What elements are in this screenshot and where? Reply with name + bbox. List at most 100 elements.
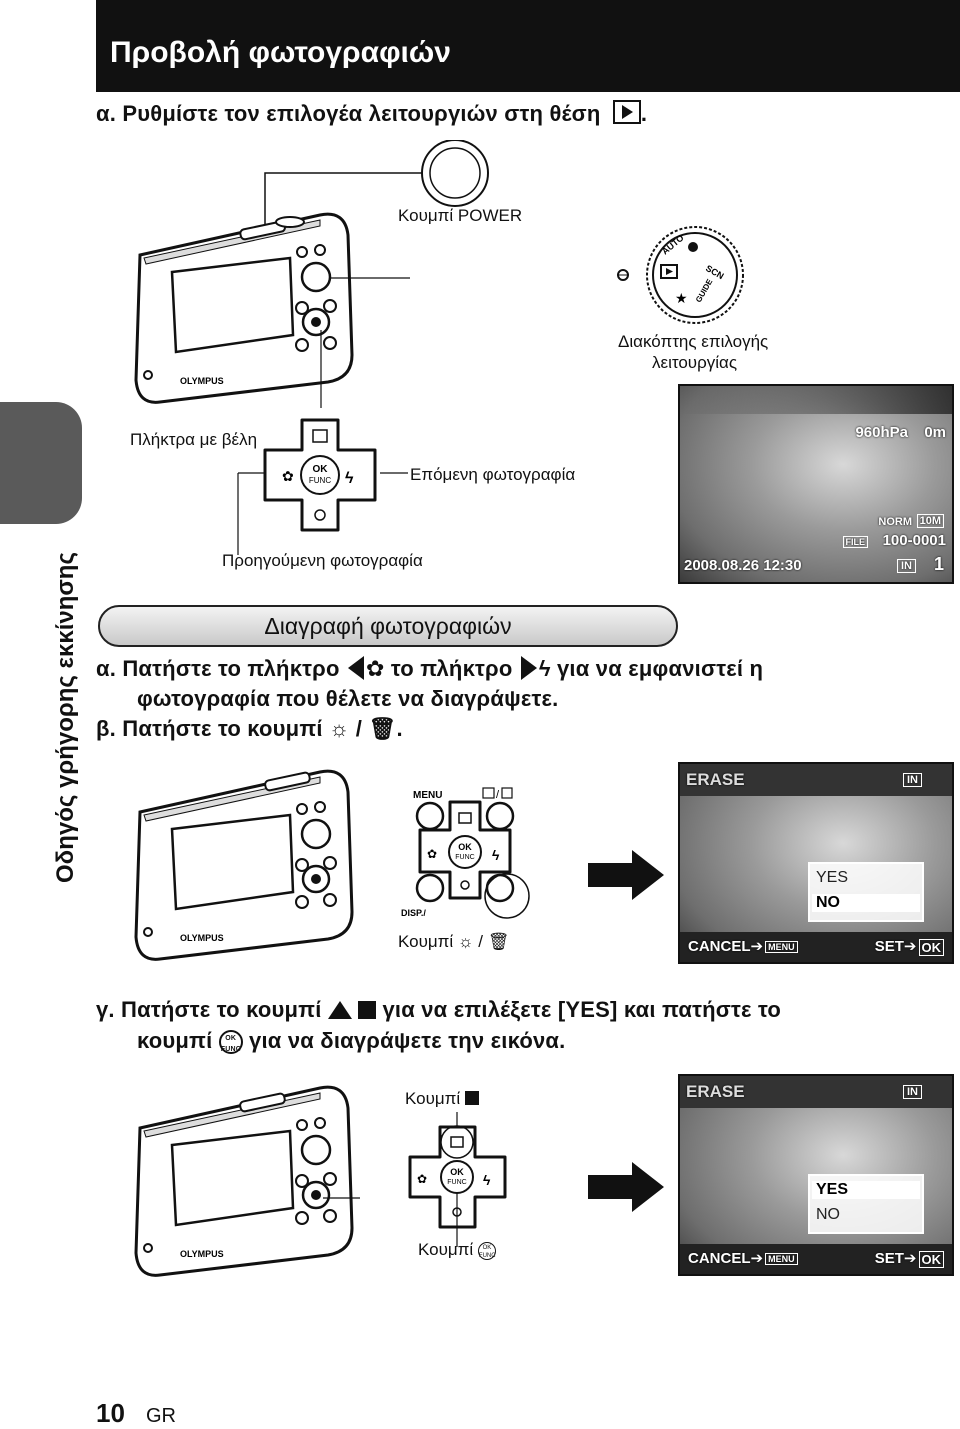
page-title-bar: Προβολή φωτογραφιών [96,0,960,92]
previous-photo-label: Προηγούμενη φωτογραφία [222,551,423,570]
exposure-comp-icon [358,1001,377,1019]
erase-menu-2: YES NO [808,1174,924,1234]
flash-icon: ϟ [345,470,354,487]
menu-button[interactable] [415,801,445,831]
exposure-icon [312,429,328,443]
pressure-readout: 960hPa [855,424,908,441]
page-title: Προβολή φωτογραφιών [110,36,451,69]
erase-button-label: Κουμπί ☼ / 🗑 [398,932,510,951]
print-icon [501,787,513,799]
photo-preview [680,386,952,582]
camera-illustration-bottom: OLYMPUS [134,1085,360,1277]
svg-text:OLYMPUS: OLYMPUS [180,1249,224,1259]
button-cluster-middle: MENU / OK FUNC ✿ ϟ DISP./ [401,787,530,919]
altitude-readout: 0m [924,424,946,441]
svg-text:FUNC: FUNC [309,476,331,485]
erase-option-no[interactable]: NO [812,894,920,912]
erase-menu: YES NO [808,862,924,922]
delete-step-b: β. Πατήστε το κουμπί ☼ / 🗑. [96,716,403,741]
erase-button-highlight [484,873,530,919]
up-exposure-icon [464,1091,479,1105]
erase-button-icon-label: ☼ [457,932,474,951]
svg-text:FUNC: FUNC [455,854,474,861]
macro-icon: ✿ [282,468,294,484]
left-arrow-macro-icon [347,656,364,680]
set-hint: SET➔OK [875,937,944,956]
up-button-label: Κουμπί [405,1089,479,1109]
camera-brand: OLYMPUS [180,376,224,386]
power-button-label: Κουμπί POWER [398,206,523,225]
erase-screen-1: ERASE IN YES NO CANCEL➔MENU SET➔OK [678,762,954,964]
svg-text:✿: ✿ [417,1172,427,1186]
erase-memory-indicator: IN [903,773,922,787]
page-language: GR [146,1405,176,1427]
right-arrow-flash-icon [520,656,537,680]
erase-button[interactable] [485,873,515,903]
playback-icon [612,100,641,124]
trash-icon: 🗑 [368,716,397,741]
up-button-highlight [440,1125,474,1159]
svg-text:ϟ: ϟ [483,1172,491,1188]
playback-button[interactable] [485,801,515,831]
image-size-indicator: 10M [916,514,944,528]
arrow-pad-bottom: OK FUNC ✿ ϟ [408,1112,507,1247]
disp-button[interactable] [415,873,445,903]
file-number: 100-0001 [882,532,946,549]
cancel-hint-2: CANCEL➔MENU [688,1249,798,1267]
file-tag: FILE [842,536,868,548]
erase-2-option-no[interactable]: NO [816,1206,840,1223]
side-tab [0,402,82,524]
svg-text:OK: OK [458,842,472,852]
self-timer-icon [314,509,326,521]
delete-section-title: Διαγραφή φωτογραφιών [98,605,678,647]
page-number: 10 [96,1398,125,1428]
quality-indicator: NORM [878,516,912,528]
playback-button-icon [482,787,495,799]
trash-icon-label: 🗑 [487,932,510,951]
transition-arrow-2 [588,1162,664,1212]
erase-option-yes[interactable]: YES [816,869,849,886]
svg-text:OK: OK [450,1167,464,1177]
delete-step-a: α. Πατήστε το πλήκτρο ✿ το πλήκτρο ϟ για… [96,656,764,681]
arrow-pad-top: OK FUNC ✿ ϟ [237,418,408,555]
delete-step-c: γ. Πατήστε το κουμπί για να επιλέξετε [Y… [96,997,782,1022]
svg-text:OLYMPUS: OLYMPUS [180,933,224,943]
erase-screen-2-title: ERASE [686,1082,745,1101]
memory-indicator: IN [897,559,916,573]
view-step-a: α. Ρυθμίστε τον επιλογέα λειτουργιών στη… [96,100,648,126]
side-tab-label: Οδηγός γρήγορης εκκίνησης [52,552,79,883]
erase-2-memory-indicator: IN [903,1085,922,1099]
svg-text:OK: OK [313,464,329,475]
erase-screen-2: ERASE IN YES NO CANCEL➔MENU SET➔OK [678,1074,954,1276]
frame-number: 1 [933,554,944,574]
erase-screen-title: ERASE [686,770,745,789]
delete-step-a-line2: φωτογραφία που θέλετε να διαγράψετε. [137,686,559,711]
transition-arrow-1 [588,850,664,900]
cancel-hint: CANCEL➔MENU [688,937,798,955]
arrow-keys-label: Πλήκτρα με βέλη [130,430,258,449]
svg-text:ϟ: ϟ [492,847,500,863]
power-button-zoom [421,140,489,207]
mode-dial-illustration: AUTO SCN GUIDE ★ [617,226,744,324]
dial-camera-icon [688,242,698,252]
next-photo-label: Επόμενη φωτογραφία [410,465,576,484]
menu-button-label: MENU [413,790,442,801]
svg-text:/: / [496,789,500,801]
disp-button-label: DISP./ [401,908,426,918]
date-time: 2008.08.26 12:30 [684,557,802,574]
camera-illustration-top: OLYMPUS [134,140,489,408]
camera-illustration-middle: OLYMPUS [134,769,354,961]
erase-2-option-yes[interactable]: YES [812,1181,920,1199]
up-arrow-icon [327,1001,352,1019]
dial-star-icon: ★ [675,290,688,306]
set-hint-2: SET➔OK [875,1249,944,1268]
svg-text:FUNC: FUNC [447,1179,466,1186]
mode-dial-label-2: λειτουργίας [652,353,738,372]
svg-text:✿: ✿ [427,847,437,861]
playback-screen: 960hPa 0m NORM 10M FILE 100-0001 2008.08… [678,384,954,584]
mode-dial-label-1: Διακόπτης επιλογής [618,332,769,351]
